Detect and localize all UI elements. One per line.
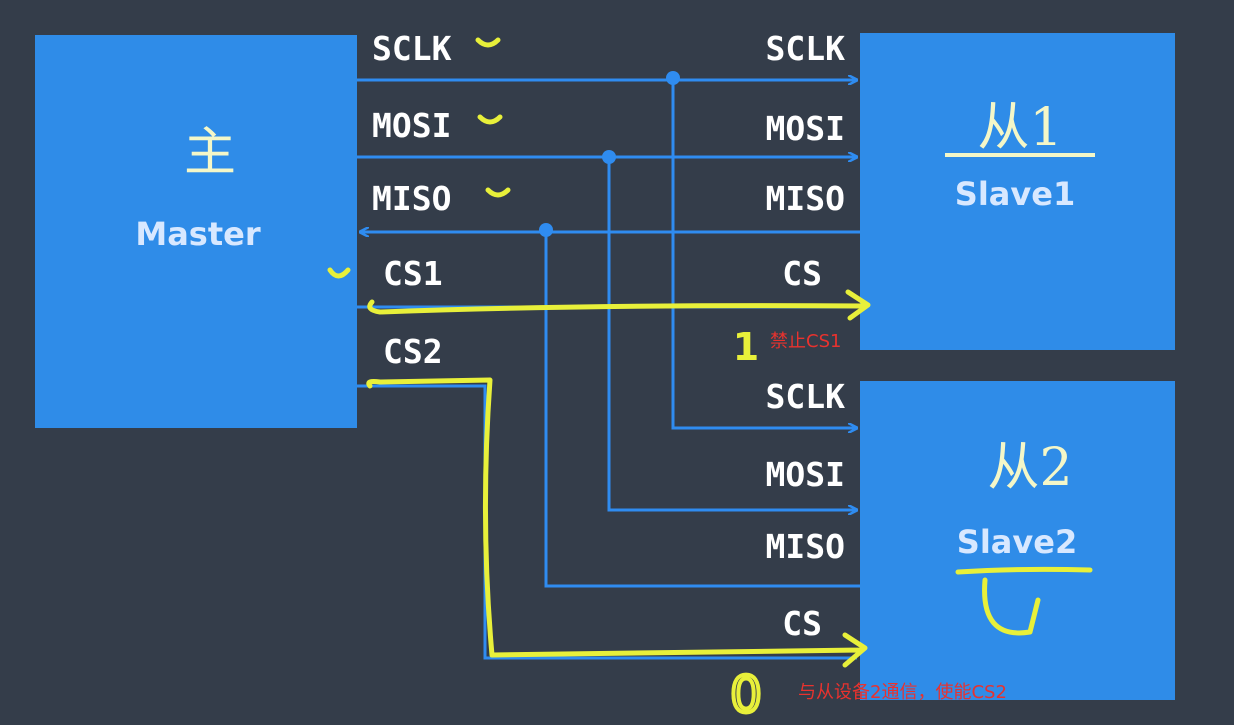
slave2-miso-label: MISO [766,527,845,566]
check-marks [327,37,511,279]
slave2-sclk-label: SCLK [766,377,846,416]
mosi-wire-slave2 [607,157,857,510]
cs1-note: 禁止CS1 [770,331,841,352]
cs2-highlight [366,377,868,668]
master-handwritten: 主 [184,123,236,183]
slave1-handwritten: 从1 [977,98,1062,158]
master-box [35,35,357,428]
slave2-cs-label: CS [782,604,822,643]
slave1-mosi-label: MOSI [766,109,845,148]
master-miso-label: MISO [372,179,451,218]
sclk-junction [666,71,680,85]
mosi-junction [602,150,616,164]
master-mosi-label: MOSI [372,106,451,145]
master-cs2-label: CS2 [383,332,443,371]
slave2-highlight-mark [955,566,1093,636]
slave2-mosi-label: MOSI [766,455,845,494]
slave1-miso-label: MISO [766,179,845,218]
master-cs1-label: CS1 [383,254,443,293]
cs2-note: 与从设备2通信，使能CS2 [798,682,1007,703]
slave1-sclk-label: SCLK [766,29,846,68]
master-label: Master [135,215,260,253]
cs1-highlight [367,289,871,321]
slave1-box [860,33,1175,350]
miso-junction [539,223,553,237]
miso-wire-slave2 [544,230,860,588]
cs1-value: 1 [733,325,759,369]
slave2-handwritten: 从2 [987,438,1072,498]
slave1-label: Slave1 [955,175,1075,213]
master-sclk-label: SCLK [372,29,452,68]
sclk-wire-slave2 [671,78,857,428]
slave2-label: Slave2 [957,523,1077,561]
slave1-cs-label: CS [782,254,822,293]
cs2-value: 0 [730,666,762,724]
slave2-box [860,381,1175,700]
